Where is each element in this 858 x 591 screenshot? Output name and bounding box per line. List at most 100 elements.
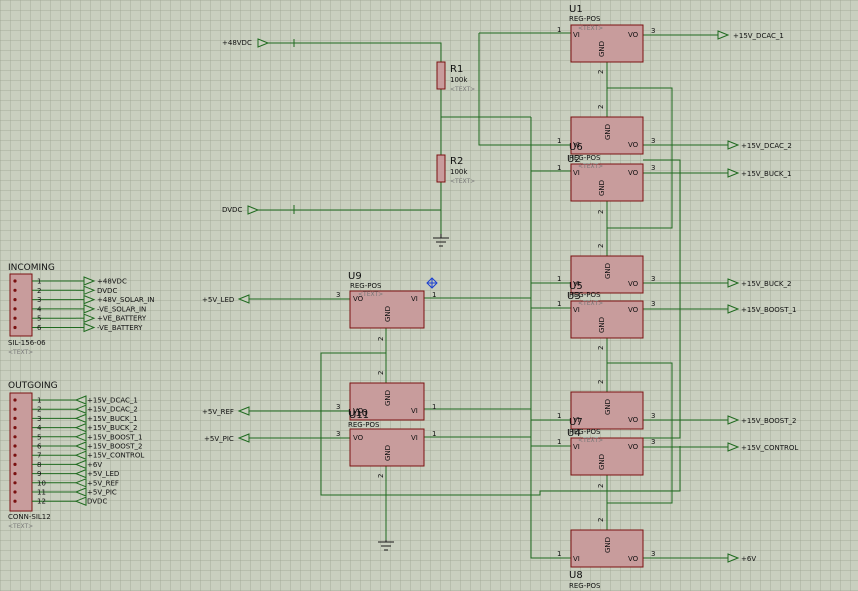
outgoing-net-label: +5V_REF (87, 479, 119, 487)
u5-gnd: GND (604, 263, 612, 279)
outgoing-pin-row[interactable]: 5+15V_BOOST_1 (13, 432, 142, 442)
regulator-u11[interactable]: U11 REG-POS VO VI GND 3 1 2 (336, 410, 436, 478)
outgoing-pin-number: 11 (37, 489, 46, 497)
output-terminal-u5[interactable]: +15V_BUCK_2 (727, 278, 791, 288)
u1-vi: VI (573, 31, 580, 39)
outgoing-pin-row[interactable]: 9+5V_LED (13, 468, 119, 479)
resistor-r2[interactable]: R2 100k <TEXT> (436, 154, 475, 185)
outgoing-pin-number: 4 (37, 424, 42, 432)
resistor-r1[interactable]: R1 100k <TEXT> (436, 61, 475, 93)
outgoing-pin-number: 10 (37, 479, 46, 487)
output-terminal-u9[interactable]: +5V_LED (202, 294, 250, 304)
u4-pin3: 3 (651, 438, 655, 446)
outgoing-pin-row[interactable]: 2+15V_DCAC_2 (13, 404, 138, 414)
outgoing-pin-number: 3 (37, 415, 41, 423)
outgoing-pin-row[interactable]: 4+15V_BUCK_2 (13, 422, 137, 433)
incoming-pin-row[interactable]: 5+VE_BATTERY (13, 313, 147, 323)
r2-value: 100k (450, 168, 468, 176)
u3-ref: U3 (567, 291, 581, 302)
u8-pin1: 1 (557, 550, 561, 558)
outgoing-pin-row[interactable]: 10 +5V_REF (13, 478, 119, 488)
output-label-u6: +15V_DCAC_2 (741, 142, 792, 150)
regulator-u7[interactable]: U7 VI VO GND 1 3 2 (557, 380, 655, 430)
outgoing-connector[interactable]: OUTGOING 1+15V_DCAC_12+15V_DCAC_23 +15V_B… (8, 381, 144, 530)
incoming-pin-number: 5 (37, 315, 41, 323)
outgoing-pin-number: 9 (37, 470, 41, 478)
outgoing-pin-row[interactable]: 11+5V_PIC (13, 487, 117, 497)
incoming-pin-number: 3 (37, 296, 41, 304)
output-terminal-u7[interactable]: +15V_BOOST_2 (727, 415, 796, 425)
input-label-dvdc: DVDC (222, 206, 242, 214)
incoming-pin-row[interactable]: 4-VE_SOLAR_IN (13, 304, 146, 314)
outgoing-pin-row[interactable]: 7+15V_CONTROL (13, 450, 144, 460)
outgoing-net-label: +15V_BUCK_1 (87, 415, 137, 423)
u3-vi: VI (573, 306, 580, 314)
output-terminal-u3[interactable]: +15V_BOOST_1 (727, 304, 796, 314)
outgoing-pin-row[interactable]: 1+15V_DCAC_1 (13, 395, 138, 405)
input-terminal-dvdc[interactable]: DVDC (222, 205, 260, 215)
input-terminal-48vdc[interactable]: +48VDC (222, 38, 270, 48)
u2-pin1: 1 (557, 164, 561, 172)
u3-value: REG-POS (569, 291, 601, 299)
regulator-u1[interactable]: U1 REG-POS <TEXT> VI VO GND 1 3 2 (557, 4, 655, 74)
regulator-u2[interactable]: U2 REG-POS <TEXT> VI VO GND 1 3 2 (557, 154, 655, 214)
output-terminal-u4[interactable]: +15V_CONTROL (727, 442, 798, 452)
output-terminal-u11[interactable]: +5V_PIC (204, 433, 250, 443)
u5-vo: VO (628, 280, 639, 288)
regulator-u6[interactable]: U6 VI VO GND 1 3 2 (557, 105, 655, 155)
u1-placeholder: <TEXT> (578, 25, 603, 32)
outgoing-title: OUTGOING (8, 381, 58, 391)
incoming-net-label: -VE_BATTERY (97, 324, 143, 332)
outgoing-net-label: DVDC (87, 498, 107, 506)
output-terminal-u2[interactable]: +15V_BUCK_1 (727, 168, 791, 178)
outgoing-pins: 1+15V_DCAC_12+15V_DCAC_23+15V_BUCK_14+15… (13, 395, 144, 506)
output-terminal-u1[interactable]: +15V_DCAC_1 (717, 30, 784, 40)
selection-marker-icon[interactable] (426, 277, 438, 289)
u2-pin3: 3 (651, 164, 655, 172)
u3-placeholder: <TEXT> (578, 300, 603, 307)
u9-placeholder: <TEXT> (358, 291, 383, 298)
u4-placeholder: <TEXT> (578, 437, 603, 444)
u4-ref: U4 (567, 428, 581, 439)
u4-value: REG-POS (569, 428, 601, 436)
regulator-u3[interactable]: U3 REG-POS <TEXT> VI VO GND 1 3 2 (557, 291, 655, 350)
regulator-u4[interactable]: U4 REG-POS <TEXT> VI VO GND 1 3 2 (557, 428, 655, 488)
u8-value: REG-POS (569, 582, 601, 590)
outgoing-net-label: +15V_BOOST_2 (87, 443, 142, 451)
u1-pin2: 2 (597, 70, 605, 74)
outgoing-pin-row[interactable]: 8+6V (13, 459, 102, 470)
regulator-u8[interactable]: U8 REG-POS VI VO GND 1 3 2 (557, 518, 655, 590)
output-terminal-u8[interactable]: +6V (727, 553, 756, 563)
regulator-u5[interactable]: U5 VI VO GND 1 3 2 (557, 244, 655, 294)
u6-pin1: 1 (557, 137, 561, 145)
outgoing-pin-row[interactable]: 3 +15V_BUCK_1 (13, 413, 137, 424)
u9-gnd: GND (384, 306, 392, 322)
incoming-pin-row[interactable]: 1+48VDC (13, 276, 127, 286)
u1-pin3: 3 (651, 27, 655, 35)
u7-ref: U7 (569, 417, 583, 428)
regulator-u10[interactable]: U10 VO VI GND 3 1 2 (336, 371, 436, 421)
u8-gnd: GND (604, 537, 612, 553)
incoming-pin-row[interactable]: 3+48V_SOLAR_IN (13, 294, 155, 305)
output-terminal-u6[interactable]: +15V_DCAC_2 (727, 140, 792, 150)
u11-vi: VI (411, 434, 418, 442)
regulator-u9[interactable]: U9 REG-POS <TEXT> VO VI GND 3 1 2 (336, 271, 436, 341)
u7-pin3: 3 (651, 412, 655, 420)
u9-pin2: 2 (377, 337, 385, 341)
u10-vo: VO (353, 407, 364, 415)
u1-pin1: 1 (557, 26, 561, 34)
u10-pin2: 2 (377, 371, 385, 375)
incoming-pin-row[interactable]: 6-VE_BATTERY (13, 322, 143, 333)
output-terminal-u10[interactable]: +5V_REF (202, 406, 250, 416)
u11-pin3: 3 (336, 430, 340, 438)
output-label-u8: +6V (741, 555, 756, 563)
u11-pin1: 1 (432, 430, 436, 438)
u9-vi: VI (411, 295, 418, 303)
outgoing-pin-row[interactable]: 6+15V_BOOST_2 (13, 441, 142, 451)
incoming-placeholder: <TEXT> (8, 349, 33, 356)
